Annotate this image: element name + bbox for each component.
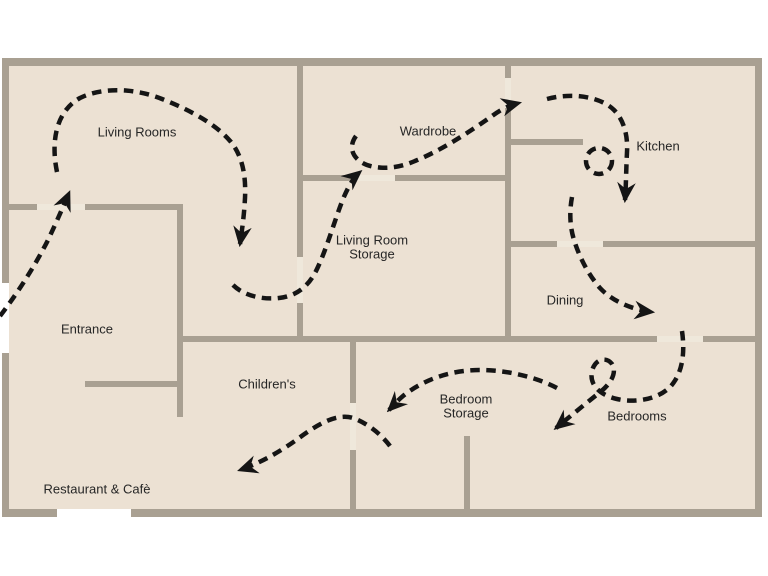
door-gap-exterior-left — [2, 283, 9, 353]
wall-bedroom-storage-stub — [464, 436, 470, 509]
room-label-living-room-storage-line1: Living Room — [336, 233, 408, 248]
wall-wardrobe-kitchen — [505, 66, 511, 336]
wall-entrance-right — [177, 204, 183, 417]
wall-middle-horizontal — [177, 336, 755, 342]
outer-openings — [2, 283, 131, 517]
room-label-restaurant-cafe: Restaurant & Cafè — [44, 482, 151, 497]
flow-arrow-bedrooms-loop — [553, 330, 686, 430]
wall-living-rooms-right — [297, 66, 303, 336]
door-gap — [657, 336, 703, 342]
flow-arrow-dining — [568, 196, 656, 320]
flow-arrow-wardrobe — [349, 98, 523, 171]
wall-entrance-bottom-stub — [85, 381, 177, 387]
flow-loop-kitchen — [583, 145, 615, 177]
room-label-living-rooms: Living Rooms — [98, 125, 177, 140]
door-gap-exterior-bottom — [57, 509, 131, 517]
room-label-dining: Dining — [547, 293, 584, 308]
room-label-bedroom-storage-line2: Storage — [443, 406, 489, 421]
wall-kitchen-dining — [511, 241, 755, 247]
floor — [9, 66, 755, 509]
wall-entrance-top — [9, 204, 177, 210]
wall-kitchen-stub — [511, 139, 583, 145]
room-label-kitchen: Kitchen — [636, 139, 679, 154]
wall-outer-bottom — [2, 509, 762, 517]
flow-arrow-bedroom-storage — [386, 367, 559, 413]
door-gap — [297, 257, 303, 303]
room-label-wardrobe: Wardrobe — [400, 124, 457, 139]
door-gap — [557, 241, 603, 247]
room-label-bedroom-storage-line1: Bedroom — [440, 392, 493, 407]
flow-arrow-living-room-storage — [231, 170, 363, 301]
door-gap — [505, 78, 511, 108]
wall-outer-top — [2, 58, 762, 66]
flow-arrow-into-entrance — [0, 190, 72, 318]
room-label-childrens: Children's — [238, 377, 296, 392]
flow-arrow-to-restaurant — [237, 414, 392, 474]
door-gap — [37, 204, 85, 210]
wall-outer-right — [755, 58, 762, 517]
wall-wardrobe-storage — [303, 175, 505, 181]
room-label-entrance: Entrance — [61, 322, 113, 337]
flow-arrow-kitchen — [546, 93, 636, 204]
flow-arrow-living-rooms — [52, 88, 252, 248]
room-label-living-room-storage-line2: Storage — [349, 247, 395, 262]
door-gap — [350, 403, 356, 450]
route-arrows — [0, 88, 686, 474]
room-label-bedrooms: Bedrooms — [607, 409, 667, 424]
door-gap — [355, 175, 395, 181]
room-labels: Living Rooms Wardrobe Kitchen Living Roo… — [44, 124, 680, 497]
